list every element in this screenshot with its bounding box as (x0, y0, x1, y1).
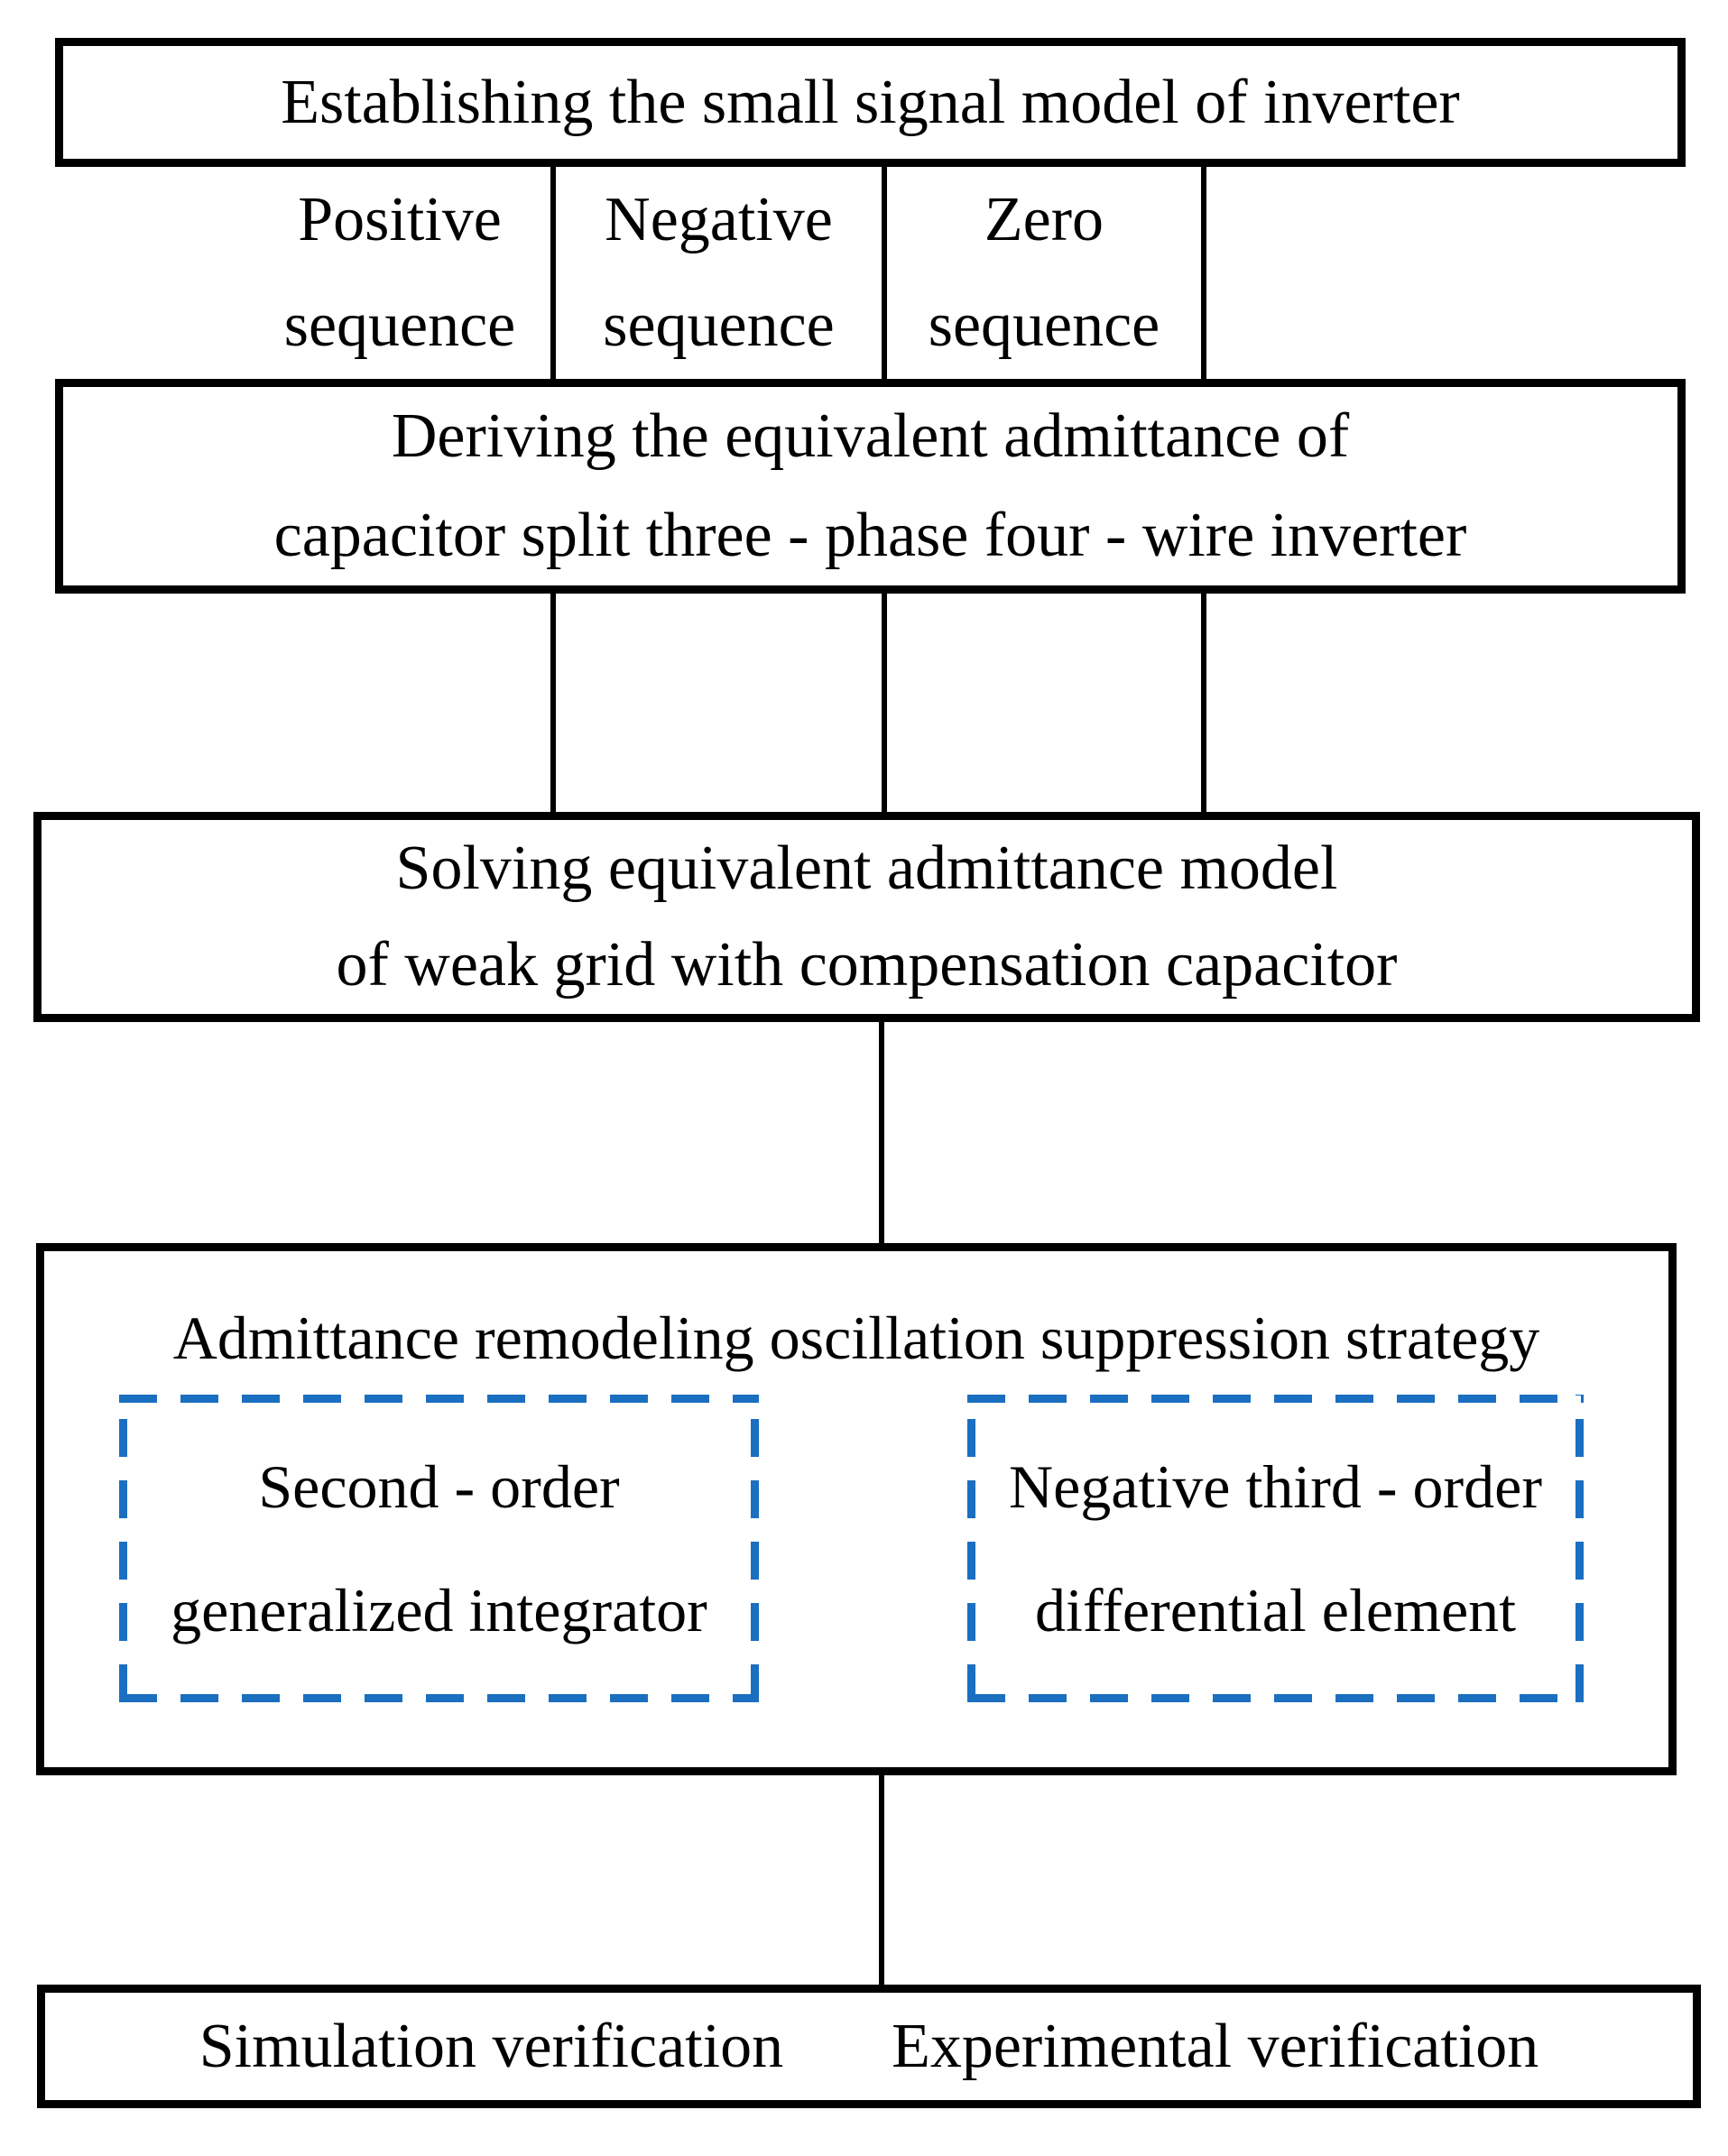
sogi-line1: Second - order (258, 1452, 620, 1522)
sequence-label-zero: Zero sequence (887, 167, 1201, 379)
positive-sequence-line1: Positive (298, 184, 502, 254)
strategy-title-label: Admittance remodeling oscillation suppre… (172, 1304, 1540, 1372)
experimental-verification-label: Experimental verification (892, 2011, 1539, 2081)
connector-line-positive (550, 594, 556, 812)
dashed-box-second-order-generalized-integrator: Second - order generalized integrator (119, 1395, 759, 1702)
ntde-line1: Negative third - order (1009, 1452, 1542, 1522)
zero-sequence-line2: sequence (928, 290, 1160, 361)
deriving-box-line1: Deriving the equivalent admittance of (391, 401, 1350, 471)
sequence-divider-line-3 (1201, 167, 1206, 379)
connector-line-strategy-to-verification (879, 1775, 884, 1985)
solving-box-line1: Solving equivalent admittance model (395, 833, 1338, 903)
sequence-label-positive: Positive sequence (246, 167, 553, 379)
sequence-label-negative: Negative sequence (556, 167, 882, 379)
ntde-line2: differential element (1034, 1575, 1517, 1645)
solving-admittance-box: Solving equivalent admittance model of w… (33, 812, 1700, 1022)
top-box-small-signal-model: Establishing the small signal model of i… (55, 38, 1686, 167)
admittance-remodeling-strategy-box: Admittance remodeling oscillation suppre… (36, 1243, 1677, 1775)
sogi-line2: generalized integrator (171, 1575, 707, 1645)
solving-box-line2: of weak grid with compensation capacitor (336, 930, 1398, 1000)
connector-line-zero (1201, 594, 1206, 812)
strategy-title: Admittance remodeling oscillation suppre… (44, 1284, 1668, 1392)
simulation-verification-label: Simulation verification (199, 2011, 784, 2081)
verification-box: Simulation verification Experimental ver… (37, 1985, 1701, 2108)
sequence-divider-line-2 (882, 167, 887, 379)
deriving-admittance-box: Deriving the equivalent admittance of ca… (55, 379, 1686, 594)
negative-sequence-line1: Negative (605, 184, 833, 254)
connector-line-solving-to-strategy (879, 1022, 884, 1243)
connector-line-negative (882, 594, 887, 812)
negative-sequence-line2: sequence (603, 290, 835, 361)
top-box-label: Establishing the small signal model of i… (281, 67, 1460, 137)
dashed-box-negative-third-order-differential: Negative third - order differential elem… (967, 1395, 1584, 1702)
deriving-box-line2: capacitor split three - phase four - wir… (273, 501, 1467, 570)
zero-sequence-line1: Zero (984, 184, 1104, 254)
positive-sequence-line2: sequence (283, 290, 516, 361)
sequence-divider-line-1 (550, 167, 556, 379)
